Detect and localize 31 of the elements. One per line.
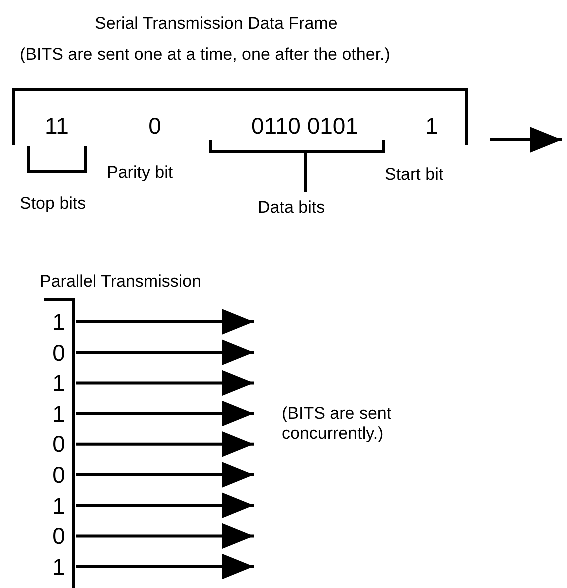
bit-value: 11 [45,113,69,139]
bit-value: 0 [148,113,162,139]
arrow [76,523,254,550]
bit-value: 0 [44,462,74,488]
part-label: Data bits [258,198,326,218]
bit-value: 0110 0101 [252,113,358,139]
bit-value: 0 [44,523,74,550]
bit-value: 1 [426,113,438,139]
arrow [76,340,254,366]
bit-value: 1 [44,492,74,519]
part-label: Parity bit [107,163,174,183]
section-title: Serial Transmission Data Frame [95,14,338,34]
bit-value: 1 [44,309,74,335]
bit-value: 0 [44,431,74,458]
arrow [76,492,254,519]
arrow [76,309,254,335]
arrow [76,431,254,458]
bit-value: 0 [44,340,74,366]
arrow [76,370,254,396]
section-subtitle: (BITS are sent one at a time, one after the other.) [20,45,390,65]
bit-value: 1 [44,370,74,396]
section-title: Parallel Transmission [40,272,202,292]
part-label: Stop bits [20,194,86,214]
frame-bracket [12,88,468,145]
arrow [76,400,254,427]
part-label: Start bit [385,165,444,185]
bit-value: 1 [44,400,74,427]
note-text: (BITS are sent concurrently.) [282,404,393,444]
arrow [76,554,254,580]
bit-value: 1 [44,554,74,580]
arrow [76,462,254,488]
